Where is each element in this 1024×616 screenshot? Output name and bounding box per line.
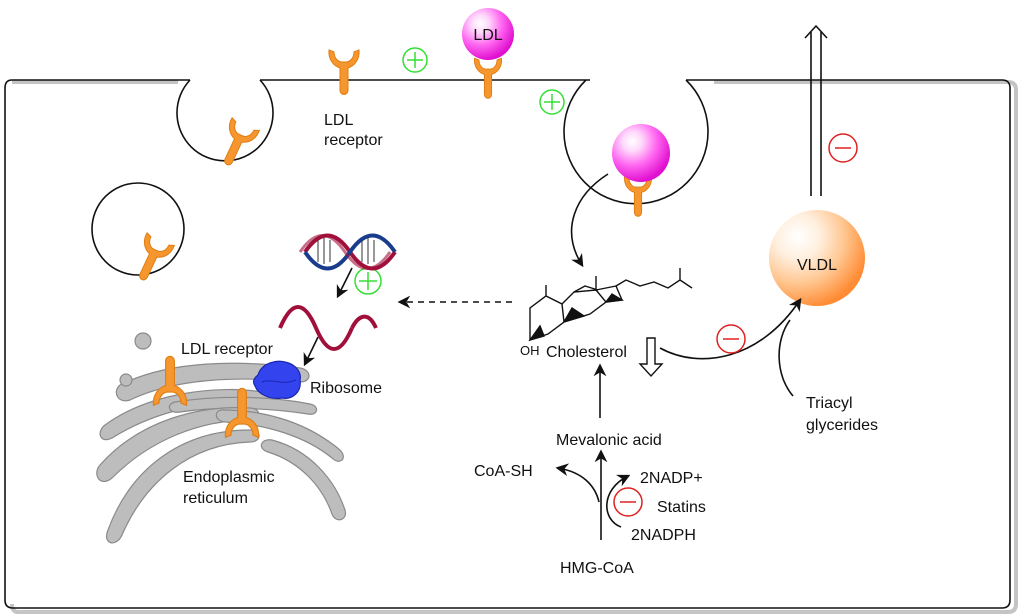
mrna-tail xyxy=(350,314,378,329)
hmg-coa-label: HMG-CoA xyxy=(560,560,634,577)
mevalonic-acid-label: Mevalonic acid xyxy=(556,432,662,449)
endoplasmic-reticulum xyxy=(96,332,347,544)
translation-arrow xyxy=(303,336,319,367)
vldl-particle xyxy=(769,210,865,306)
nadph-to-nadp-arrow xyxy=(606,474,631,528)
nadp-label: 2NADP+ xyxy=(640,470,703,487)
ldl-receptor-surface xyxy=(328,49,360,95)
ldl-to-cholesterol-arrow xyxy=(570,173,609,268)
ldl-particle-pit xyxy=(612,124,670,182)
ldl-particle-top xyxy=(462,8,514,60)
dna-icon xyxy=(298,233,397,271)
cholesterol-down-hollow-arrow xyxy=(638,337,664,378)
coa-sh-label: CoA-SH xyxy=(474,463,533,480)
cell-shadow xyxy=(10,80,1018,614)
ldl-receptor-surface-label-1: LDL xyxy=(324,112,353,129)
ldl-receptor-bound-top xyxy=(473,57,503,99)
triacyl-label-2: glycerides xyxy=(806,417,878,434)
ldl-receptor-er-label: LDL receptor xyxy=(181,341,274,358)
triacyl-label-1: Triacyl xyxy=(806,395,853,412)
ldl-receptor-surface-label-2: receptor xyxy=(324,132,383,149)
coa-sh-release-arrow xyxy=(555,463,600,503)
ldl-receptor-vesicle xyxy=(127,232,175,287)
minus-vldl-assembly-icon xyxy=(716,324,746,354)
cell-membrane xyxy=(4,79,1011,609)
cholesterol-structure xyxy=(528,268,693,342)
transcription-arrow xyxy=(336,267,353,299)
vldl-label: VLDL xyxy=(797,257,837,274)
plus-surface-2-icon xyxy=(539,89,565,115)
ldl-label: LDL xyxy=(473,27,502,44)
cholesterol-label: Cholesterol xyxy=(546,344,627,361)
plus-surface-1-icon xyxy=(402,47,428,73)
statins-label: Statins xyxy=(657,499,706,516)
oh-label: OH xyxy=(520,343,540,358)
plus-transcription-icon xyxy=(354,267,382,295)
endocytic-vesicle xyxy=(91,182,185,276)
minus-vldl-secretion-icon xyxy=(828,133,858,163)
cholesterol-to-vldl-arrow xyxy=(659,297,802,360)
er-label-1: Endoplasmic xyxy=(183,469,275,486)
nadph-label: 2NADPH xyxy=(631,527,696,544)
ribosome-detail xyxy=(261,379,297,383)
minus-statins-icon xyxy=(613,487,643,517)
ribosome-label: Ribosome xyxy=(310,380,382,397)
mrna-icon xyxy=(278,305,354,351)
vldl-export-arrow xyxy=(804,24,828,196)
ldl-receptor-pit xyxy=(212,117,260,172)
er-label-2: reticulum xyxy=(183,490,248,507)
ribosome-icon xyxy=(252,360,301,399)
triacylglycerides-to-vldl-arrow xyxy=(778,319,794,397)
ldl-receptor-bound-pit xyxy=(623,175,653,217)
